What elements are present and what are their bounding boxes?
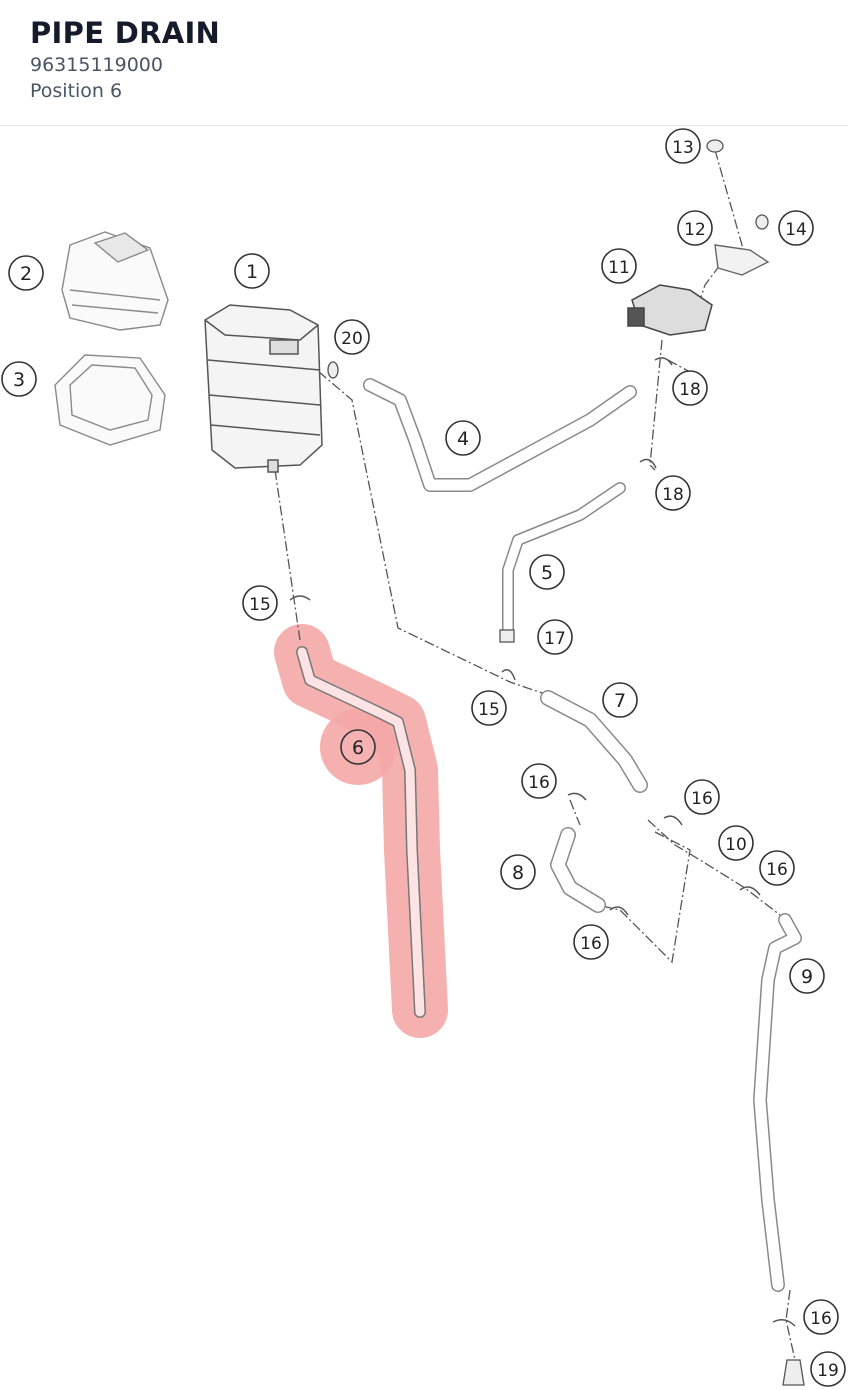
- callout-16-e[interactable]: 16: [803, 1299, 839, 1335]
- svg-text:16: 16: [766, 860, 788, 880]
- part-position: Position 6: [30, 80, 123, 102]
- svg-text:8: 8: [512, 862, 524, 884]
- exploded-parts-diagram: 1 2 3 4 5 6 7 8 9 10 11 12 13 14 15 15 1…: [1, 128, 846, 1387]
- callout-11[interactable]: 11: [601, 248, 637, 284]
- callout-18-b[interactable]: 18: [655, 475, 691, 511]
- svg-text:2: 2: [20, 263, 32, 285]
- callout-9[interactable]: 9: [789, 958, 825, 994]
- callout-16-a[interactable]: 16: [521, 763, 557, 799]
- svg-text:10: 10: [725, 835, 747, 855]
- callout-18-a[interactable]: 18: [672, 370, 708, 406]
- svg-text:7: 7: [614, 690, 626, 712]
- svg-text:16: 16: [580, 934, 602, 954]
- svg-text:17: 17: [544, 629, 566, 649]
- svg-text:12: 12: [684, 220, 706, 240]
- svg-text:11: 11: [608, 258, 630, 278]
- callout-12[interactable]: 12: [677, 210, 713, 246]
- callout-19[interactable]: 19: [810, 1351, 846, 1387]
- callout-6[interactable]: 6: [340, 729, 376, 765]
- svg-text:6: 6: [352, 737, 364, 759]
- callout-14[interactable]: 14: [778, 210, 814, 246]
- part-11-valve: [627, 284, 713, 336]
- callout-15-a[interactable]: 15: [242, 585, 278, 621]
- callout-16-d[interactable]: 16: [573, 924, 609, 960]
- svg-text:1: 1: [246, 261, 258, 283]
- svg-text:5: 5: [541, 562, 553, 584]
- callout-3[interactable]: 3: [1, 361, 37, 397]
- callout-7[interactable]: 7: [602, 682, 638, 718]
- svg-text:9: 9: [801, 966, 813, 988]
- svg-text:13: 13: [672, 138, 694, 158]
- svg-text:20: 20: [341, 329, 363, 349]
- svg-text:16: 16: [691, 789, 713, 809]
- callout-20[interactable]: 20: [334, 319, 370, 355]
- svg-text:16: 16: [528, 773, 550, 793]
- callout-4[interactable]: 4: [445, 420, 481, 456]
- callout-13[interactable]: 13: [665, 128, 701, 164]
- svg-text:14: 14: [785, 220, 807, 240]
- part-5-hose: [502, 482, 626, 636]
- svg-text:16: 16: [810, 1309, 832, 1329]
- svg-text:15: 15: [249, 595, 271, 615]
- svg-text:19: 19: [817, 1361, 839, 1381]
- part-2-cover: [61, 231, 169, 331]
- svg-text:18: 18: [662, 485, 684, 505]
- hose-clips: [289, 357, 796, 1327]
- callout-5[interactable]: 5: [529, 554, 565, 590]
- svg-text:4: 4: [457, 428, 469, 450]
- svg-text:18: 18: [679, 380, 701, 400]
- callout-8[interactable]: 8: [500, 854, 536, 890]
- callout-2[interactable]: 2: [8, 255, 44, 291]
- part-title: PIPE DRAIN: [30, 16, 221, 50]
- part-12-bracket: [714, 244, 770, 276]
- svg-text:15: 15: [478, 700, 500, 720]
- callout-16-c[interactable]: 16: [759, 850, 795, 886]
- part-number: 96315119000: [30, 54, 163, 76]
- callout-10[interactable]: 10: [718, 825, 754, 861]
- svg-text:3: 3: [13, 369, 25, 391]
- part-3-ring: [54, 354, 166, 446]
- callout-17[interactable]: 17: [537, 619, 573, 655]
- callout-1[interactable]: 1: [234, 253, 270, 289]
- part-1-canister: [204, 304, 323, 473]
- part-header: PIPE DRAIN 96315119000 Position 6: [0, 0, 848, 126]
- callout-15-b[interactable]: 15: [471, 690, 507, 726]
- small-fasteners: [327, 139, 805, 1386]
- part-callouts[interactable]: 1 2 3 4 5 6 7 8 9 10 11 12 13 14 15 15 1…: [1, 128, 846, 1387]
- callout-16-b[interactable]: 16: [684, 779, 720, 815]
